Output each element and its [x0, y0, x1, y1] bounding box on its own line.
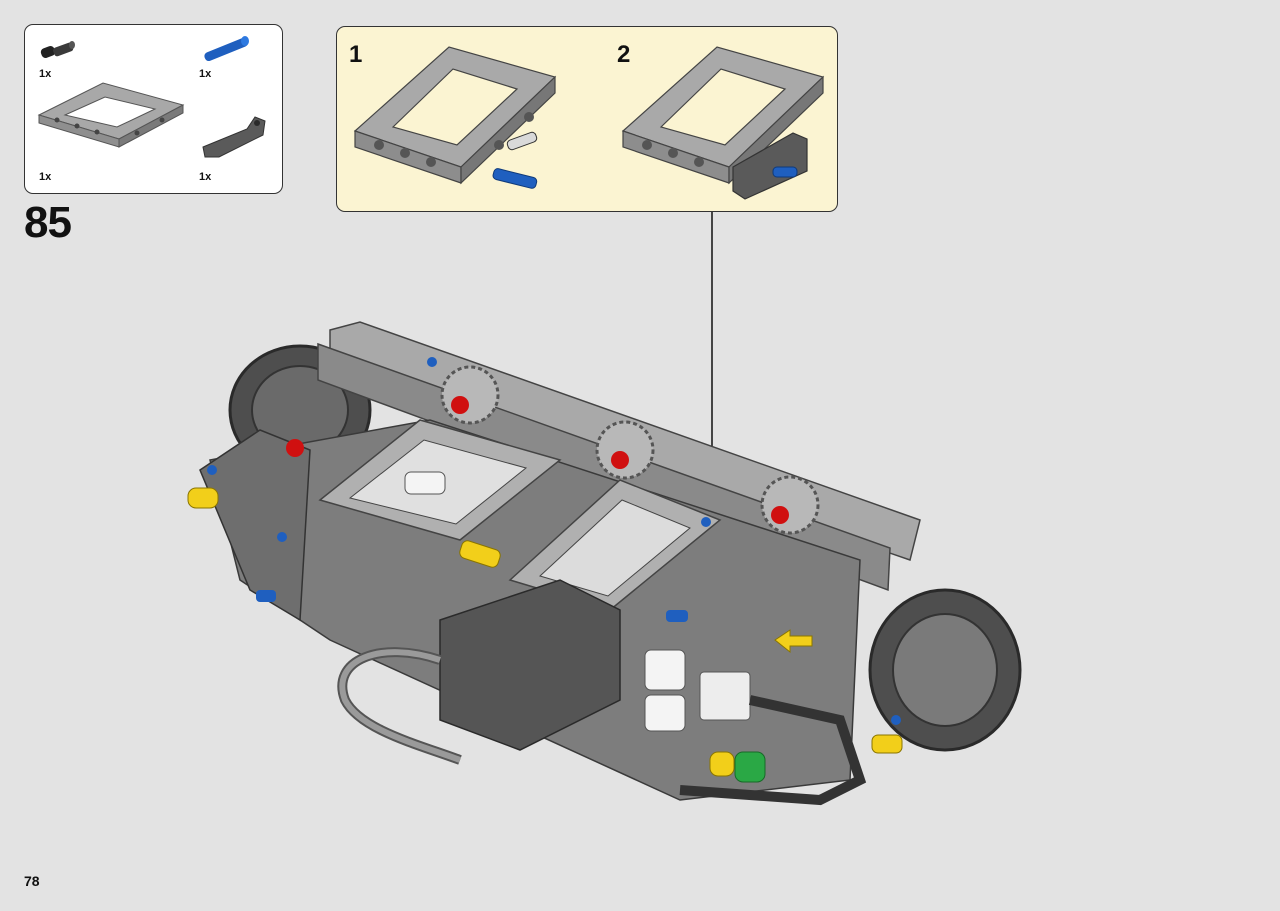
part-qty-black-pin: 1x [39, 68, 52, 80]
blue-axle-pin-icon [204, 36, 249, 62]
substep-2-number: 2 [617, 41, 631, 68]
substep-1-illustration [353, 46, 557, 189]
gray-frame-icon [37, 82, 185, 148]
substep-1-number: 1 [349, 41, 363, 68]
step-number: 85 [24, 198, 72, 247]
black-axle-pin-icon [40, 41, 75, 58]
substep-callout: 1 2 [336, 26, 838, 212]
parts-list-box: 1x 1x 1x 1x [24, 24, 283, 194]
part-qty-bent-beam: 1x [199, 171, 212, 183]
page-number: 78 [24, 873, 40, 889]
substep-2-illustration [621, 46, 825, 200]
bent-beam-icon [202, 116, 266, 158]
part-qty-blue-pin: 1x [199, 68, 212, 80]
part-qty-gray-frame: 1x [39, 171, 52, 183]
